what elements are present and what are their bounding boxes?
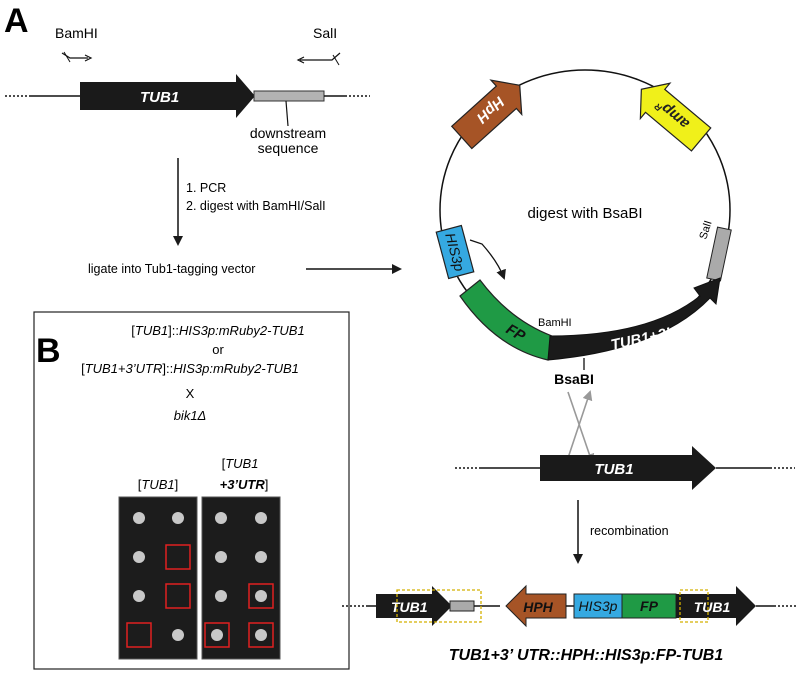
- result-caption: TUB1+3’ UTR::HPH::HIS3p:FP-TUB1: [449, 647, 724, 664]
- panel-label-b: B: [36, 332, 61, 370]
- column-label-tub1: [TUB1]: [138, 477, 178, 492]
- his3p-block: HIS3p: [435, 224, 475, 280]
- colony: [215, 590, 227, 602]
- colony: [133, 590, 145, 602]
- hph-block: HpH: [450, 79, 523, 150]
- highlight-colony-box: [248, 583, 274, 609]
- panel-b-frame: [33, 311, 350, 670]
- plate-tub1-utr: [201, 496, 281, 660]
- missing-colony-box: [126, 622, 152, 648]
- colony: [211, 629, 223, 641]
- highlight-colony-box: [248, 622, 274, 648]
- downstream-label-2: sequence: [258, 140, 319, 156]
- genotype-or: or: [212, 342, 224, 357]
- tub1-gene-label: TUB1: [140, 89, 179, 106]
- colony: [255, 551, 267, 563]
- pcr-construct: BamHI SalI TUB1 downstream sequence: [5, 25, 370, 156]
- colony: [215, 551, 227, 563]
- colony: [133, 551, 145, 563]
- missing-colony-box: [165, 544, 191, 570]
- highlight-colony-box: [204, 622, 230, 648]
- strain-label: bik1Δ: [174, 408, 207, 423]
- plate-tub1: [118, 496, 198, 660]
- result-hph-block: [505, 584, 567, 628]
- colony: [172, 629, 184, 641]
- downstream-label-1: downstream: [250, 125, 326, 141]
- colony: [255, 512, 267, 524]
- column-label-tub1-utr-2: +3’UTR]: [220, 477, 269, 492]
- colony: [133, 512, 145, 524]
- colony: [255, 629, 267, 641]
- step-digest: 2. digest with BamHI/SalI: [186, 199, 326, 213]
- tub1-gene-arrow: [80, 74, 255, 118]
- tub1-utr-block: [547, 277, 721, 361]
- downstream-segment: [253, 90, 325, 102]
- panel-label-a: A: [4, 2, 29, 40]
- crossover-arrow-icon: [567, 390, 593, 459]
- colony: [255, 590, 267, 602]
- cross-symbol: X: [186, 386, 195, 401]
- result-his3p-label: HIS3p: [579, 598, 618, 614]
- missing-colony-box: [165, 583, 191, 609]
- plasmid-downstream-segment: [706, 226, 732, 282]
- result-tub1-left: [376, 586, 452, 626]
- step-pcr: 1. PCR: [186, 181, 226, 195]
- colony: [172, 512, 184, 524]
- forward-primer-icon: [61, 52, 88, 59]
- result-downstream-segment: [449, 600, 475, 612]
- promoter-arrow-icon: [469, 239, 506, 280]
- crossover-arrow-icon: [567, 391, 595, 464]
- recombination-label: recombination: [590, 524, 669, 538]
- result-fp-block: [621, 593, 677, 619]
- genomic-tub1-arrow: [540, 446, 716, 490]
- plasmid-map: digest with BsaBI HpH ampR SalI HIS3p FP…: [435, 69, 732, 387]
- reverse-primer-icon: [300, 52, 341, 61]
- bamhi-label: BamHI: [55, 25, 98, 41]
- result-hph-label: HPH: [523, 599, 553, 615]
- genomic-locus: TUB1: [455, 446, 795, 490]
- result-fp-label: FP: [640, 598, 659, 614]
- colony: [215, 512, 227, 524]
- genotype-line-1: [TUB1]::HIS3p:mRuby2-TUB1: [131, 323, 304, 338]
- column-label-tub1-utr-1: [TUB1: [222, 456, 259, 471]
- dashed-box-left: [396, 589, 482, 623]
- digest-bsabi-label: digest with BsaBI: [527, 205, 642, 222]
- result-tub1-right-label: TUB1: [694, 599, 731, 615]
- plasmid-sali-label: SalI: [697, 219, 714, 241]
- sali-label: SalI: [313, 25, 337, 41]
- result-construct: TUB1 HPH HIS3p FP TUB1: [342, 584, 796, 628]
- result-tub1-right: [676, 586, 756, 626]
- genomic-tub1-label: TUB1: [594, 461, 633, 478]
- bsabi-label: BsaBI: [554, 371, 594, 387]
- genotype-line-3: [TUB1+3’UTR]::HIS3p:mRuby2-TUB1: [81, 361, 299, 376]
- amp-block: ampR: [639, 82, 712, 152]
- plasmid-bamhi-label: BamHI: [538, 317, 572, 329]
- ligate-label: ligate into Tub1-tagging vector: [88, 262, 255, 276]
- result-tub1-left-label: TUB1: [391, 599, 428, 615]
